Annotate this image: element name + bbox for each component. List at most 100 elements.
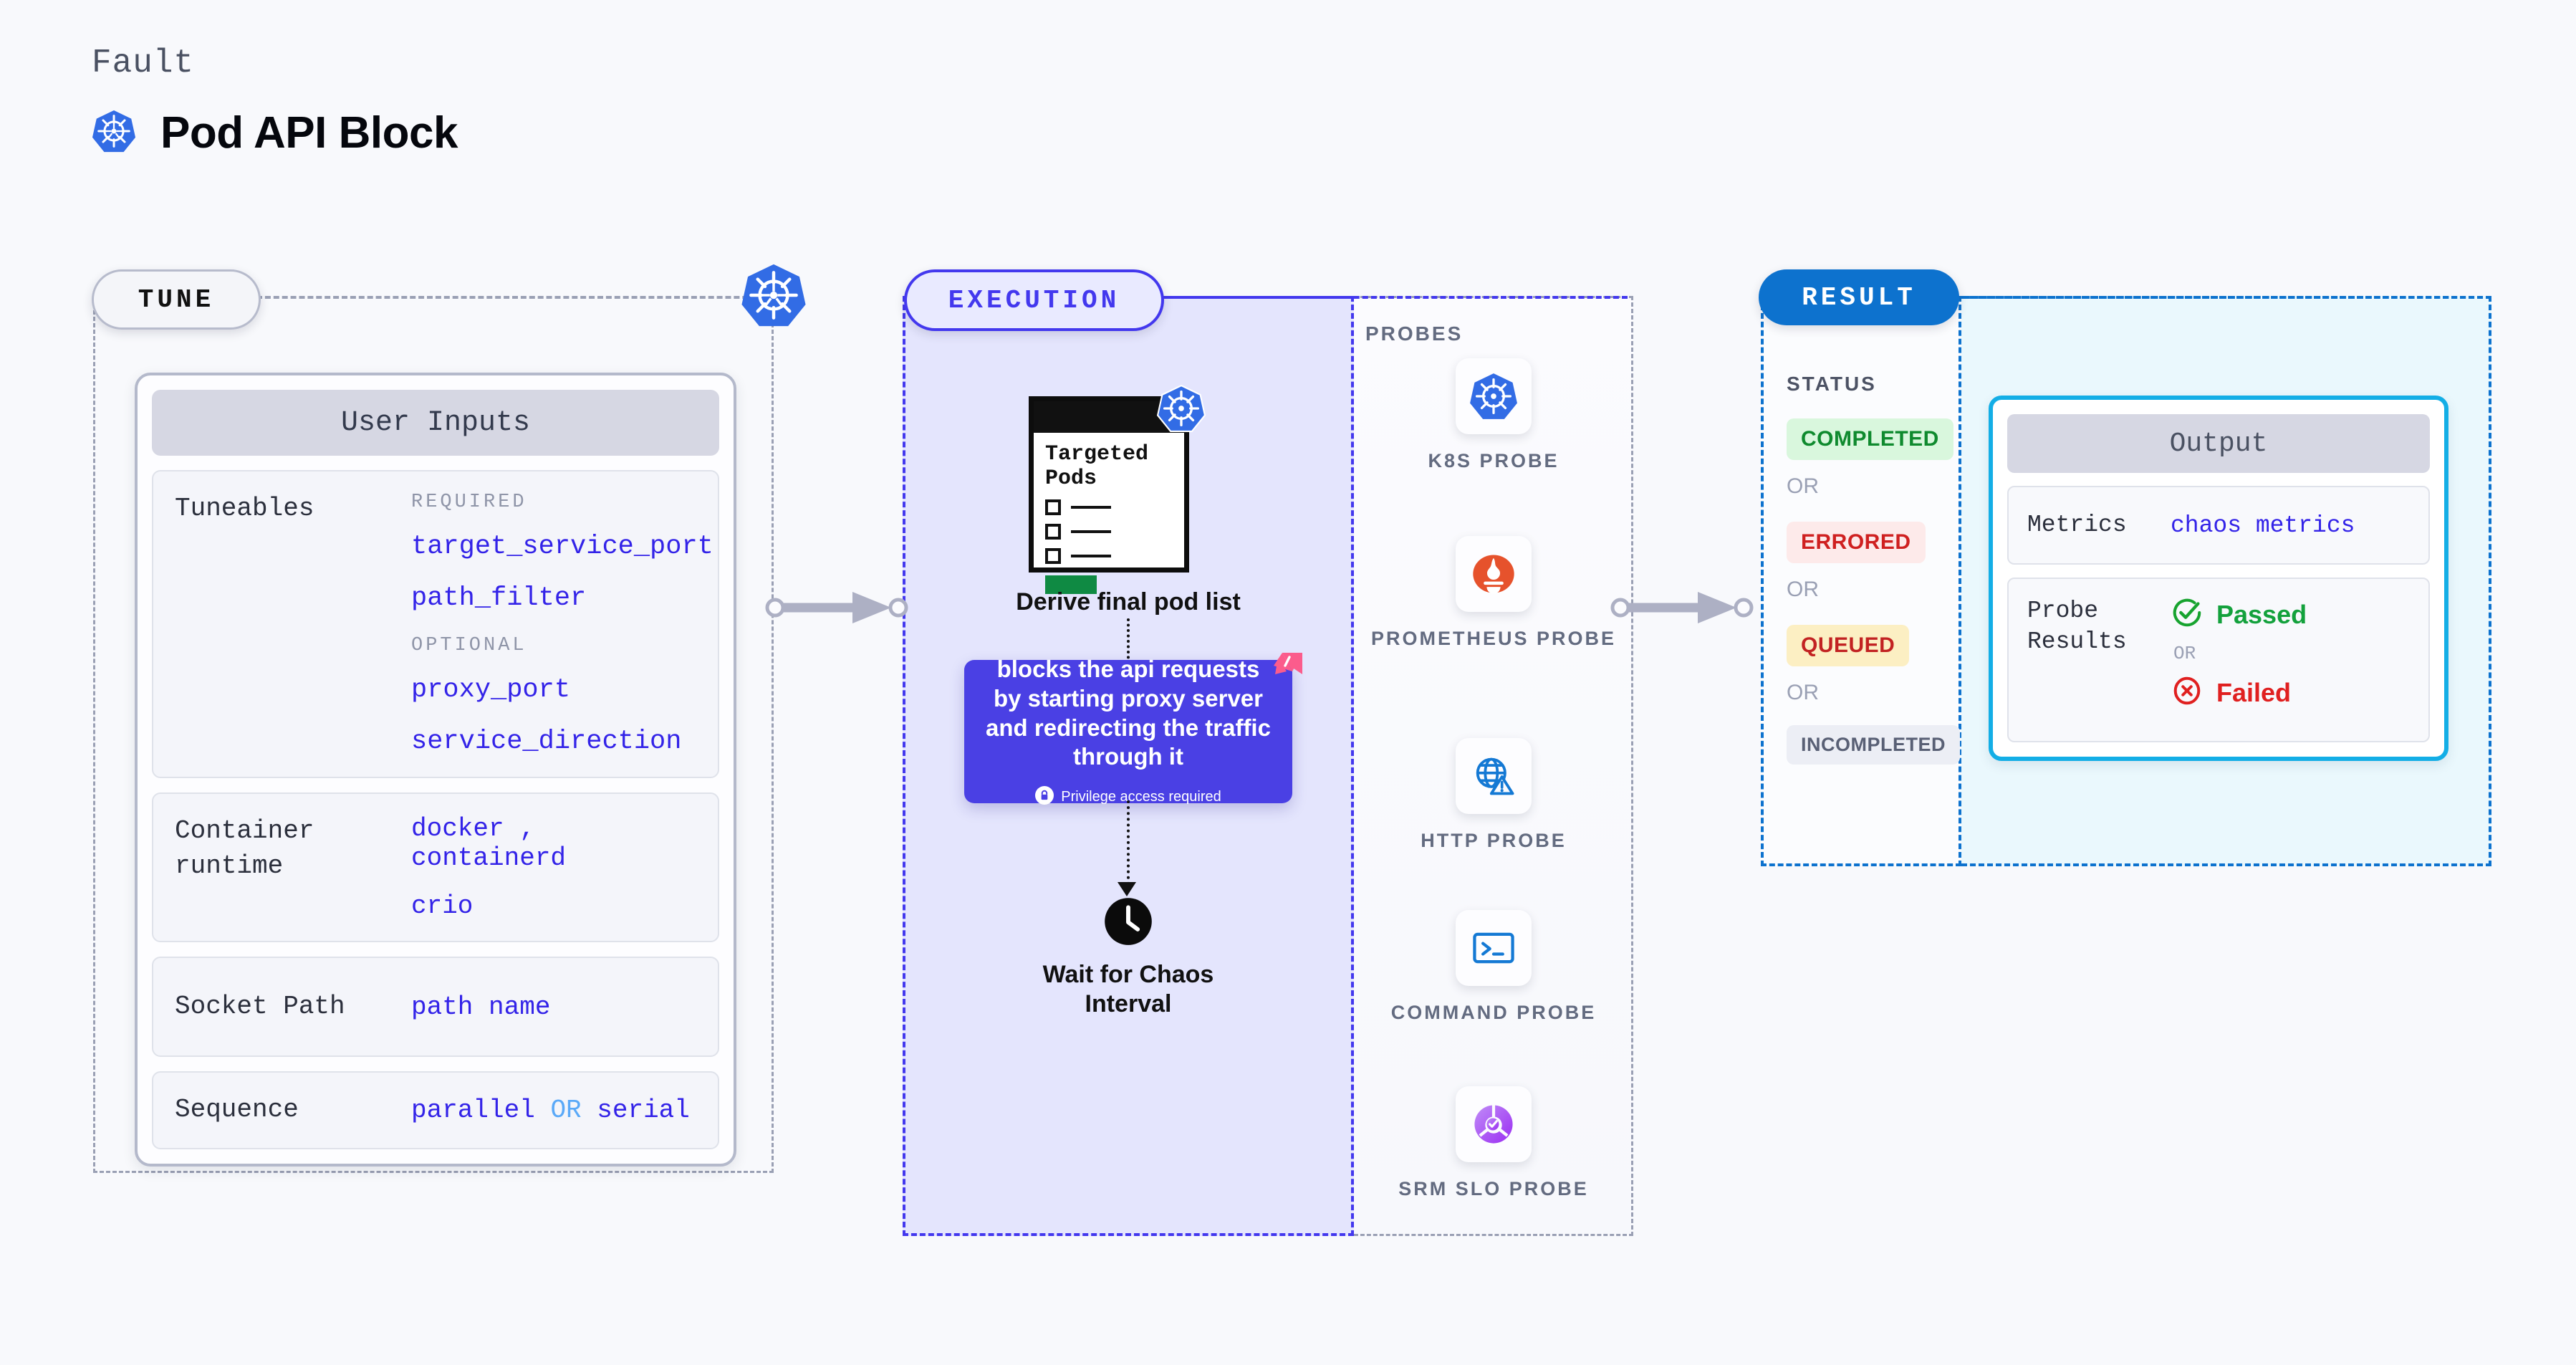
result-leader-line xyxy=(1956,296,2491,299)
probe-label: COMMAND PROBE xyxy=(1390,1002,1597,1023)
output-card: Output Metrics chaos metrics Probe Resul… xyxy=(1989,396,2448,761)
probe-prometheus[interactable]: PROMETHEUS PROBE xyxy=(1354,536,1633,651)
chaos-action-card: blocks the api requests by starting prox… xyxy=(964,653,1302,805)
status-badge-errored: ERRORED xyxy=(1787,522,1926,563)
tuneable-proxy-port[interactable]: proxy_port xyxy=(411,675,571,705)
required-label: REQUIRED xyxy=(411,492,527,513)
globe-warning-icon xyxy=(1456,738,1532,814)
status-or-3: OR xyxy=(1787,681,1819,704)
stage-pill-result[interactable]: RESULT xyxy=(1759,269,1959,325)
sequence-serial[interactable]: serial xyxy=(597,1095,690,1125)
check-circle-icon xyxy=(2171,596,2203,633)
user-inputs-title: User Inputs xyxy=(152,390,719,456)
fault-kicker: Fault xyxy=(92,44,195,82)
pod-list-item xyxy=(1045,524,1173,540)
probe-srm-slo[interactable]: SRM SLO PROBE xyxy=(1354,1086,1633,1202)
metrics-label: Metrics xyxy=(2027,511,2127,538)
runtime-crio[interactable]: crio xyxy=(411,891,474,921)
output-card-title: Output xyxy=(2007,414,2430,473)
socket-path-value[interactable]: path name xyxy=(411,992,551,1022)
runtime-docker[interactable]: docker xyxy=(411,814,504,843)
clock-icon xyxy=(1103,896,1153,950)
lock-icon xyxy=(1035,786,1054,808)
status-or-2: OR xyxy=(1787,578,1819,601)
tuneables-label: Tuneables xyxy=(175,494,314,523)
stage-pill-execution[interactable]: EXECUTION xyxy=(904,269,1164,331)
sequence-parallel[interactable]: parallel xyxy=(411,1095,535,1125)
sequence-label: Sequence xyxy=(175,1095,299,1124)
stage-pill-tune[interactable]: TUNE xyxy=(92,269,261,330)
status-badge-queued: QUEUED xyxy=(1787,625,1910,666)
execution-leader-line xyxy=(1155,296,1628,299)
user-inputs-card: User Inputs Tuneables REQUIRED target_se… xyxy=(135,373,736,1167)
probe-failed-label: Failed xyxy=(2216,677,2292,707)
metrics-block: Metrics chaos metrics xyxy=(2007,486,2430,565)
sequence-conjunction: OR xyxy=(550,1095,582,1125)
socket-path-block: Socket Path path name xyxy=(152,957,719,1057)
tuneable-service-direction[interactable]: service_direction xyxy=(411,727,682,757)
wait-step: Wait for Chaos Interval xyxy=(903,896,1354,1020)
container-runtime-label: Container runtime xyxy=(175,816,314,881)
execution-content: Targeted Pods xyxy=(903,296,1354,1236)
tuneables-block: Tuneables REQUIRED target_service_port p… xyxy=(152,470,719,778)
probe-passed-label: Passed xyxy=(2216,599,2307,629)
litmus-icon xyxy=(1261,650,1305,694)
probe-result-failed: Failed xyxy=(2171,674,2410,711)
connector-execution-to-result xyxy=(1610,586,1754,633)
connector-tune-to-execution xyxy=(765,586,908,633)
srm-slo-icon xyxy=(1456,1086,1532,1162)
probe-label: HTTP PROBE xyxy=(1421,830,1567,851)
probes-section-label: PROBES xyxy=(1365,322,1464,345)
fault-title-row: Pod API Block xyxy=(92,107,458,158)
status-badge-incompleted: INCOMPLETED xyxy=(1787,725,1961,765)
checkbox-icon xyxy=(1045,548,1061,565)
probe-result-or: OR xyxy=(2173,643,2196,664)
checkbox-icon xyxy=(1045,524,1061,540)
status-or-1: OR xyxy=(1787,474,1819,498)
derive-pod-list-label: Derive final pod list xyxy=(1016,588,1241,616)
pod-list-item xyxy=(1045,499,1173,516)
tune-zone xyxy=(93,297,774,1173)
runtime-separator: , xyxy=(519,814,535,843)
socket-path-label: Socket Path xyxy=(175,991,345,1021)
flow-connector-dotted xyxy=(1127,618,1130,664)
kubernetes-icon xyxy=(92,109,136,157)
probe-label: SRM SLO PROBE xyxy=(1398,1178,1589,1199)
terminal-icon xyxy=(1456,910,1532,986)
privilege-text: Privilege access required xyxy=(1061,789,1221,805)
container-runtime-block: Container runtime docker , containerd cr… xyxy=(152,792,719,942)
chaos-action-text: blocks the api requests by starting prox… xyxy=(986,655,1271,770)
x-circle-icon xyxy=(2171,674,2203,711)
probe-result-passed: Passed xyxy=(2171,596,2410,633)
probe-results-block: Probe Results Passed OR xyxy=(2007,578,2430,742)
probe-k8s[interactable]: K8S PROBE xyxy=(1354,358,1633,474)
probe-http[interactable]: HTTP PROBE xyxy=(1354,738,1633,853)
tuneable-target-service-port[interactable]: target_service_port xyxy=(411,532,713,562)
flow-arrowhead xyxy=(1118,882,1136,896)
checkbox-icon xyxy=(1045,499,1061,516)
targeted-pods-card: Targeted Pods xyxy=(1029,384,1206,595)
pod-list-item xyxy=(1045,548,1173,565)
privilege-note: Privilege access required xyxy=(1035,786,1221,808)
sequence-block: Sequence parallel OR serial xyxy=(152,1071,719,1149)
status-section-label: STATUS xyxy=(1787,373,1877,395)
prometheus-icon xyxy=(1456,536,1532,612)
runtime-containerd[interactable]: containerd xyxy=(411,843,567,873)
probe-label: K8S PROBE xyxy=(1428,450,1559,471)
status-badge-completed: COMPLETED xyxy=(1787,418,1953,460)
targeted-pods-title: Targeted Pods xyxy=(1045,442,1149,491)
metrics-value[interactable]: chaos metrics xyxy=(2171,512,2355,539)
page-title: Pod API Block xyxy=(160,108,458,158)
kubernetes-icon xyxy=(1156,384,1206,433)
probe-results-label: Probe Results xyxy=(2027,598,2127,655)
page-header: Fault xyxy=(92,44,458,158)
kubernetes-icon xyxy=(1456,358,1532,434)
pod-status-bar xyxy=(1045,575,1097,595)
result-zone xyxy=(1761,296,1961,866)
kubernetes-icon xyxy=(741,262,807,328)
probe-label: PROMETHEUS PROBE xyxy=(1370,628,1617,649)
probe-command[interactable]: COMMAND PROBE xyxy=(1354,910,1633,1025)
wait-step-label: Wait for Chaos Interval xyxy=(1042,961,1214,1018)
tuneable-path-filter[interactable]: path_filter xyxy=(411,583,587,613)
flow-connector-dotted xyxy=(1127,800,1130,885)
